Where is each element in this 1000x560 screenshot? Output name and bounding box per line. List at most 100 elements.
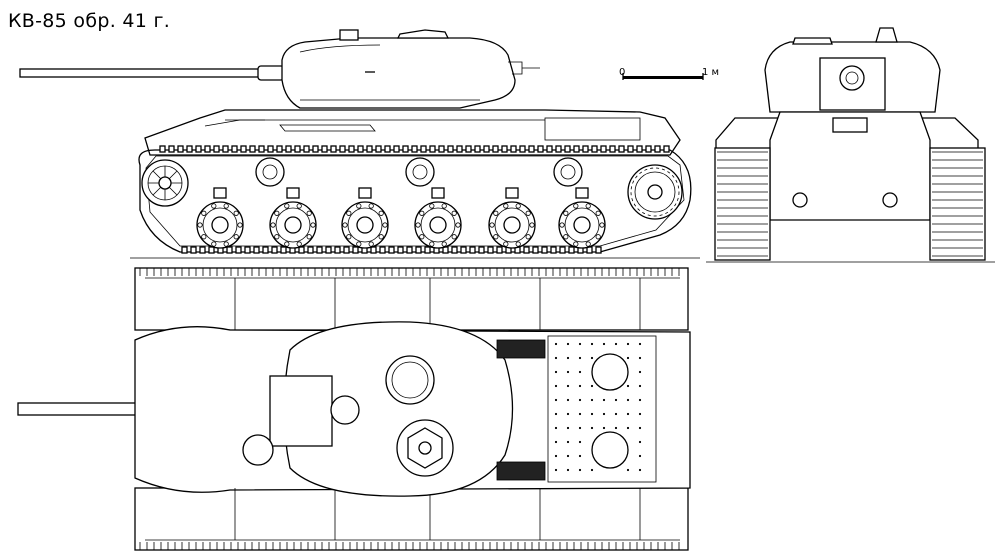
- rivet: [602, 412, 606, 416]
- gun-muzzle: [839, 65, 865, 91]
- track-tooth: [285, 145, 292, 153]
- rivet: [614, 342, 618, 346]
- rivet: [566, 356, 570, 360]
- track-tooth: [231, 145, 238, 153]
- rivet: [554, 370, 558, 374]
- track-tooth: [181, 246, 188, 254]
- rivet: [566, 384, 570, 388]
- engine-deck: [547, 335, 657, 483]
- track-tooth: [456, 145, 463, 153]
- track-tooth: [384, 145, 391, 153]
- rivet: [578, 398, 582, 402]
- rivet: [590, 342, 594, 346]
- suspension-arm: [358, 187, 372, 199]
- road-wheel-hub: [573, 216, 591, 234]
- track-tooth: [460, 246, 467, 254]
- front-tracks: [714, 147, 986, 261]
- rivet: [554, 384, 558, 388]
- track-tooth: [501, 145, 508, 153]
- track-tooth: [330, 145, 337, 153]
- road-wheel-bolt: [493, 234, 499, 240]
- road-wheel-bolt: [585, 241, 591, 247]
- suspension-arm: [431, 187, 445, 199]
- track-tooth: [550, 246, 557, 254]
- track-tooth: [541, 246, 548, 254]
- track-tooth: [375, 145, 382, 153]
- rivet: [638, 440, 642, 444]
- track-tooth: [492, 145, 499, 153]
- top-turret: [283, 321, 514, 497]
- track-tooth: [267, 145, 274, 153]
- rivet: [614, 398, 618, 402]
- track-tooth: [411, 145, 418, 153]
- track-tooth: [645, 145, 652, 153]
- track-tooth: [429, 145, 436, 153]
- track-tooth: [595, 246, 602, 254]
- suspension-arm: [505, 187, 519, 199]
- road-wheel-bolt: [270, 222, 276, 228]
- driver-hatch: [242, 434, 274, 466]
- rivet: [626, 398, 630, 402]
- track-tooth: [208, 246, 215, 254]
- rivet: [590, 384, 594, 388]
- suspension-arm: [213, 187, 227, 199]
- road-wheel-bolt: [382, 222, 388, 228]
- track-tooth: [325, 246, 332, 254]
- track-tooth: [568, 246, 575, 254]
- rivet: [566, 454, 570, 458]
- road-wheel-bolt: [451, 234, 457, 240]
- track-tooth: [195, 145, 202, 153]
- road-wheel-bolt: [211, 203, 217, 209]
- rivet: [554, 426, 558, 430]
- track-tooth: [573, 145, 580, 153]
- rivet: [638, 454, 642, 458]
- road-wheel-rim: [275, 207, 311, 243]
- road-wheel-hub: [429, 216, 447, 234]
- track-tooth: [334, 246, 341, 254]
- track-tooth: [298, 246, 305, 254]
- road-wheel-bolt: [356, 241, 362, 247]
- rivet: [590, 398, 594, 402]
- track-tooth: [424, 246, 431, 254]
- rivet: [638, 412, 642, 416]
- rivet: [590, 412, 594, 416]
- road-wheel-bolt: [284, 241, 290, 247]
- commander-hatch: [385, 355, 435, 405]
- vent-grille-left: [496, 339, 546, 359]
- rivet: [566, 370, 570, 374]
- rivet: [602, 426, 606, 430]
- road-wheel-bolt: [595, 234, 601, 240]
- return-roller-hub: [560, 164, 576, 180]
- engine-cap-1: [591, 353, 629, 391]
- suspension-arm: [575, 187, 589, 199]
- rivet: [626, 342, 630, 346]
- return-roller-hub: [412, 164, 428, 180]
- road-wheel-bolt: [563, 234, 569, 240]
- track-tooth: [406, 246, 413, 254]
- rivet: [638, 370, 642, 374]
- track-tooth: [280, 246, 287, 254]
- rivet: [626, 412, 630, 416]
- drawing-title: КВ-85 обр. 41 г.: [8, 10, 171, 32]
- road-wheel-hub: [284, 216, 302, 234]
- road-wheel-bolt: [503, 203, 509, 209]
- road-wheel-bolt: [223, 241, 229, 247]
- driver-visor: [832, 117, 868, 133]
- track-tooth: [451, 246, 458, 254]
- road-wheel-bolt: [274, 234, 280, 240]
- road-wheel-bolt: [197, 222, 203, 228]
- return-roller-hub: [262, 164, 278, 180]
- road-wheel-bolt: [378, 234, 384, 240]
- track-tooth: [663, 145, 670, 153]
- rivet: [578, 384, 582, 388]
- return-roller: [553, 157, 583, 187]
- road-wheel-bolt: [585, 203, 591, 209]
- road-wheel-bolt: [310, 222, 316, 228]
- return-roller: [405, 157, 435, 187]
- vent-grille-right: [496, 461, 546, 481]
- rivet: [614, 426, 618, 430]
- road-wheel-bolt: [201, 210, 207, 216]
- scale-start-label: 0: [619, 67, 625, 78]
- track-tooth: [213, 145, 220, 153]
